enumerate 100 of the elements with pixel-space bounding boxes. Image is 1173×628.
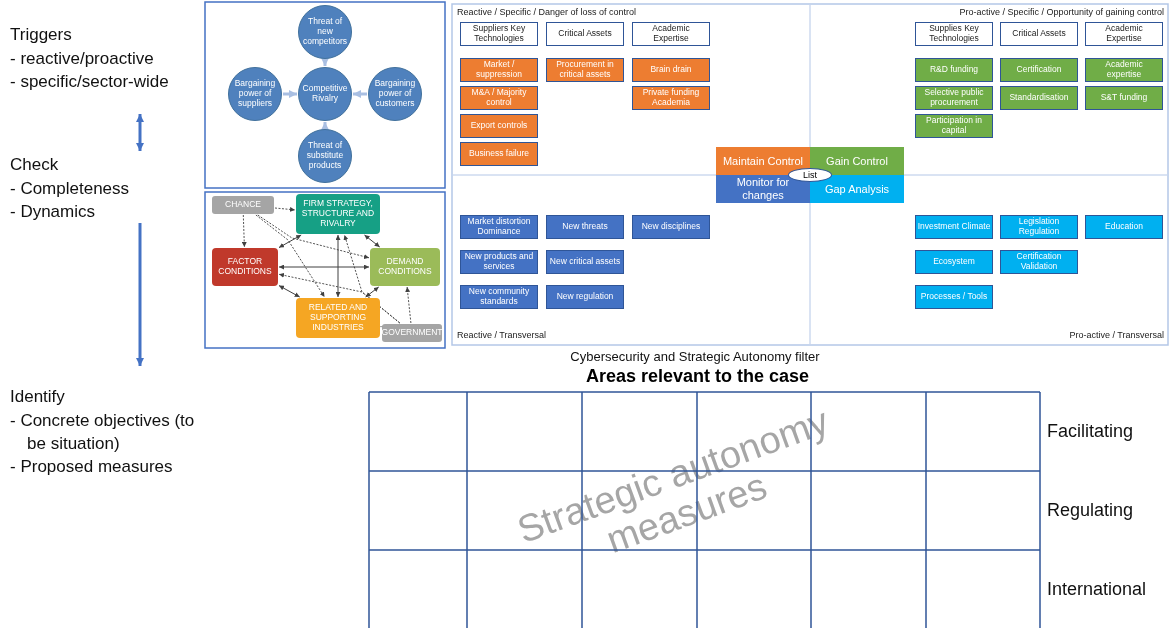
node-label: Critical Assets bbox=[1012, 29, 1066, 39]
quadrant-heading: Pro-active / Transversal bbox=[1068, 330, 1164, 341]
caption-text: Cybersecurity and Strategic Autonomy filter bbox=[569, 350, 821, 365]
process-box bbox=[296, 298, 380, 338]
process-box bbox=[1085, 86, 1163, 110]
row-label: Regulating bbox=[1047, 500, 1135, 521]
process-box bbox=[632, 58, 710, 82]
arrow bbox=[136, 223, 144, 366]
process-box bbox=[212, 248, 278, 286]
node-label: Suppliers Key Technologies bbox=[471, 24, 527, 44]
process-box bbox=[546, 58, 624, 82]
node-label: Processes / Tools bbox=[920, 292, 988, 302]
node-label: Academic Expertise bbox=[1104, 24, 1144, 44]
arrow bbox=[380, 326, 383, 328]
list-item: - specific/sector-wide bbox=[10, 71, 169, 93]
node-label: Export controls bbox=[470, 121, 528, 131]
heading: Identify bbox=[10, 386, 65, 408]
process-box bbox=[460, 22, 538, 46]
node-label: RELATED AND SUPPORTING INDUSTRIES bbox=[307, 303, 369, 333]
process-box bbox=[1085, 22, 1163, 46]
node-label: Selective public procurement bbox=[923, 88, 985, 108]
node-label: Certification bbox=[1016, 65, 1062, 75]
arrow bbox=[278, 264, 370, 270]
node-label: Critical Assets bbox=[558, 29, 612, 39]
arrow bbox=[364, 234, 381, 248]
node-label: CHANCE bbox=[225, 200, 261, 210]
process-box bbox=[1000, 250, 1078, 274]
circle-node bbox=[298, 67, 352, 121]
list-item: - Proposed measures bbox=[10, 456, 173, 478]
node-label: Threat of substitute products bbox=[305, 141, 345, 171]
quadrant-heading: Reactive / Transversal bbox=[457, 330, 548, 341]
process-box bbox=[915, 22, 993, 46]
process-box bbox=[632, 215, 710, 239]
node-label: Procurement in critical assets bbox=[555, 60, 615, 80]
node-label: FACTOR CONDITIONS bbox=[217, 257, 273, 277]
node-label: New community standards bbox=[467, 287, 531, 307]
node-label: Education bbox=[1105, 222, 1143, 232]
node-label: Brain drain bbox=[650, 65, 692, 75]
node-label: Supplies Key Technologies bbox=[928, 24, 980, 44]
node-label: Business failure bbox=[469, 149, 529, 159]
process-box bbox=[1000, 58, 1078, 82]
node-label: Legislation Regulation bbox=[1017, 217, 1061, 237]
process-box bbox=[460, 142, 538, 166]
list-item: - reactive/proactive bbox=[10, 48, 155, 70]
heading: Check bbox=[10, 154, 59, 176]
quadrant-heading: Reactive / Specific / Danger of loss of control bbox=[457, 7, 638, 18]
quadrant-heading: Pro-active / Specific / Opportunity of gaining control bbox=[958, 7, 1164, 18]
process-box bbox=[460, 285, 538, 309]
process-box bbox=[546, 250, 624, 274]
row-label: Facilitating bbox=[1047, 421, 1135, 442]
process-box bbox=[382, 324, 442, 342]
process-box bbox=[915, 250, 993, 274]
circle-node bbox=[298, 5, 352, 59]
node-label: Monitor for changes bbox=[735, 176, 791, 202]
node-label: New critical assets bbox=[549, 257, 621, 267]
circle-node bbox=[368, 67, 422, 121]
process-box bbox=[1000, 86, 1078, 110]
arrow bbox=[321, 122, 329, 130]
arrow bbox=[278, 285, 301, 298]
node-label: Investment Climate bbox=[917, 222, 991, 232]
node-label: List bbox=[803, 169, 817, 181]
node-label: Gap Analysis bbox=[824, 182, 890, 196]
list-item: - Concrete objectives (to be situation) bbox=[10, 410, 196, 455]
process-box bbox=[460, 215, 538, 239]
row-label: International bbox=[1047, 579, 1148, 600]
process-box bbox=[460, 58, 538, 82]
process-box bbox=[915, 58, 993, 82]
node-label: New products and services bbox=[463, 252, 535, 272]
node-label: Academic expertise bbox=[1104, 60, 1144, 80]
process-box bbox=[915, 285, 993, 309]
list-item: - Dynamics bbox=[10, 201, 96, 223]
arrow bbox=[365, 286, 380, 298]
circle-node bbox=[228, 67, 282, 121]
process-box bbox=[1000, 22, 1078, 46]
arrow bbox=[353, 90, 367, 98]
node-label: Maintain Control bbox=[722, 154, 804, 168]
process-box bbox=[546, 22, 624, 46]
process-box bbox=[460, 114, 538, 138]
heading: Triggers bbox=[10, 24, 72, 46]
node-label: Market distortion Dominance bbox=[466, 217, 532, 237]
process-box bbox=[370, 248, 440, 286]
process-box bbox=[632, 22, 710, 46]
process-box bbox=[546, 285, 624, 309]
process-box bbox=[632, 86, 710, 110]
node-label: New disciplines bbox=[641, 222, 701, 232]
process-box bbox=[915, 86, 993, 110]
process-box bbox=[212, 196, 274, 214]
arrow bbox=[278, 234, 302, 249]
process-box bbox=[915, 215, 993, 239]
process-box bbox=[915, 114, 993, 138]
arrow bbox=[335, 234, 341, 298]
node-label: Threat of new competitors bbox=[302, 17, 348, 47]
arrow bbox=[321, 58, 329, 66]
node-label: Bargaining power of suppliers bbox=[233, 79, 277, 109]
node-label: DEMAND CONDITIONS bbox=[377, 257, 433, 277]
node-label: FIRM STRATEGY, STRUCTURE AND RIVALRY bbox=[300, 199, 376, 229]
node-label: Certification Validation bbox=[1015, 252, 1063, 272]
arrow bbox=[136, 114, 144, 151]
arrow bbox=[283, 90, 297, 98]
process-box bbox=[460, 86, 538, 110]
